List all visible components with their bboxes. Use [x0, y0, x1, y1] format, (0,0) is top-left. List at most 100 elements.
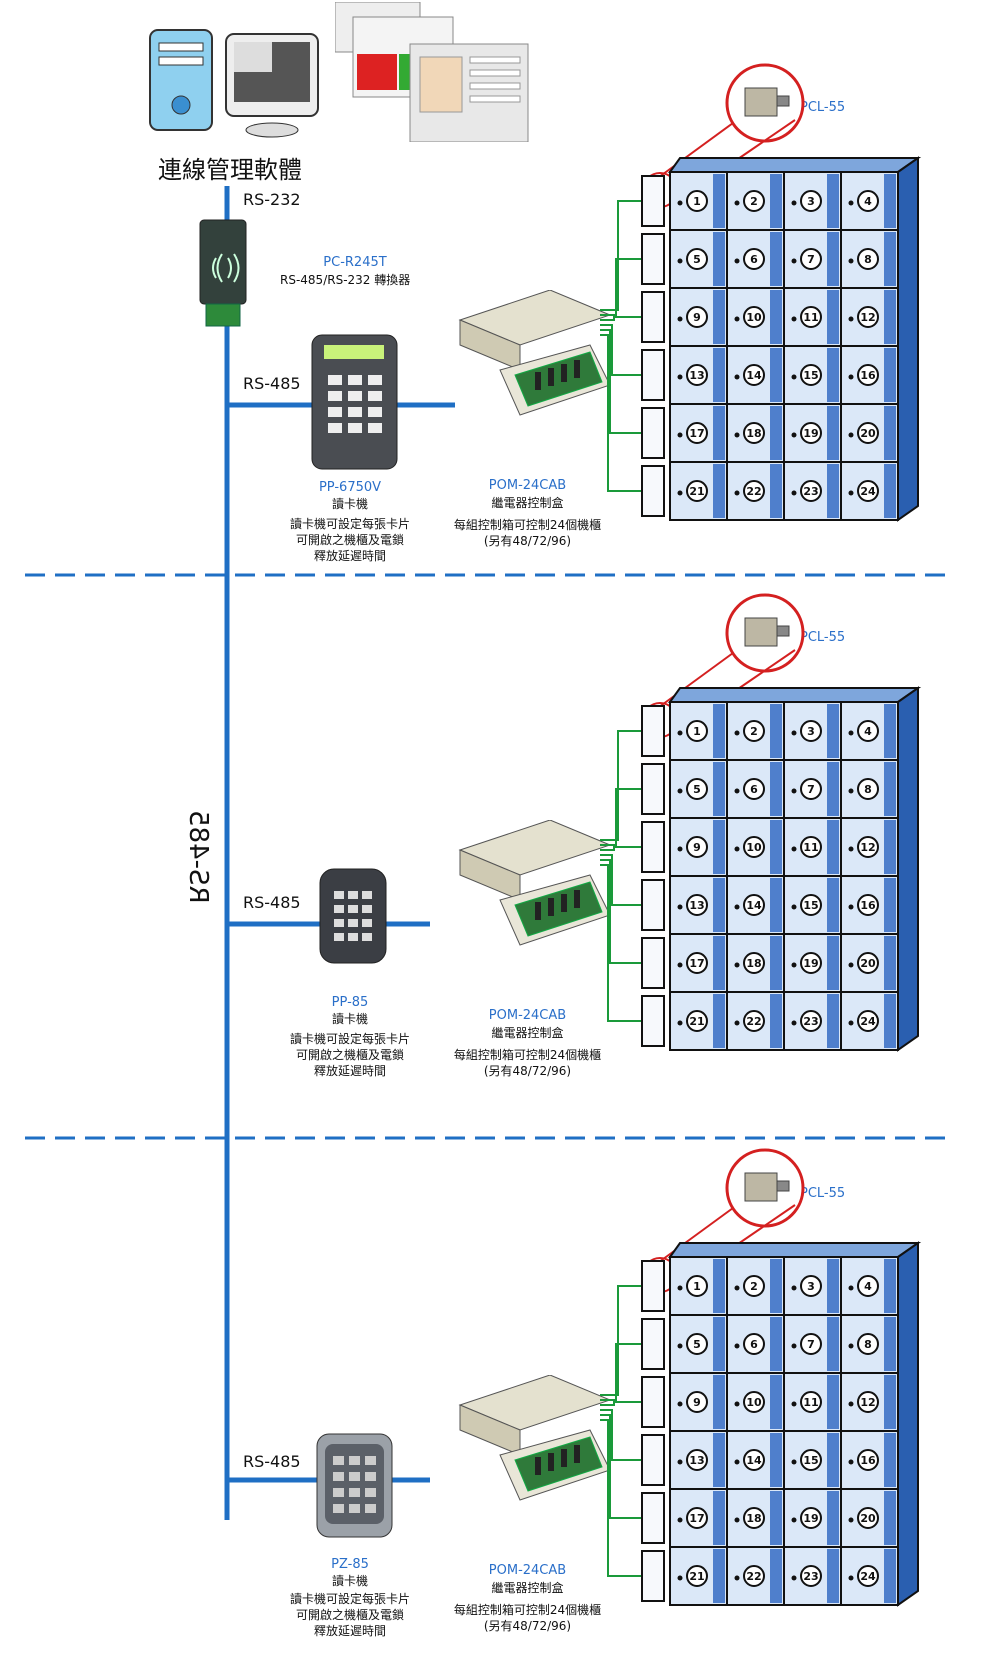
locker-number: 11 — [803, 841, 818, 854]
keyhole-icon — [734, 432, 740, 438]
keyhole-icon — [848, 490, 854, 496]
keyhole-icon — [848, 846, 854, 852]
keyhole-icon — [734, 316, 740, 322]
keyhole-icon — [791, 1459, 797, 1465]
keyhole-icon — [734, 200, 740, 206]
locker-number-badge — [800, 1333, 822, 1355]
locker-door — [641, 349, 665, 401]
locker-shade — [827, 994, 839, 1048]
locker-number-badge — [857, 778, 879, 800]
locker-shade — [827, 820, 839, 874]
keyhole-icon — [734, 730, 740, 736]
reader-desc-3c: 釋放延遲時間 — [313, 1624, 386, 1638]
keyhole-icon — [734, 258, 740, 264]
locker-number: 10 — [746, 841, 762, 854]
locker-number-badge — [800, 1565, 822, 1587]
relay-box-icon — [440, 1374, 615, 1509]
keyhole-icon — [734, 374, 740, 380]
locker-number-badge — [857, 720, 879, 742]
keyhole-icon — [791, 374, 797, 380]
locker-number-badge — [743, 1275, 765, 1297]
reader-type-1: 讀卡機 — [331, 497, 368, 511]
metal-keypad-reader-icon — [315, 1432, 395, 1544]
locker-number-badge — [743, 894, 765, 916]
locker-number-badge — [743, 778, 765, 800]
locker-door — [641, 407, 665, 459]
locker-number: 6 — [750, 783, 758, 796]
locker-shade — [770, 348, 782, 402]
relay-desc-3a: 每組控制箱可控制24個機櫃 — [453, 1603, 602, 1617]
locker-number: 5 — [693, 1338, 701, 1351]
locker-number-badge — [686, 836, 708, 858]
converter-model: PC-R245T — [323, 255, 387, 270]
locker-door — [641, 879, 665, 931]
locker-door — [641, 1492, 665, 1544]
locker-door — [641, 937, 665, 989]
locker-shade — [770, 878, 782, 932]
locker-shade — [770, 1491, 782, 1545]
relay-wire — [600, 334, 642, 492]
locker-number: 4 — [864, 1280, 872, 1293]
locker-door — [641, 821, 665, 873]
locker-number: 17 — [689, 1512, 704, 1525]
locker-number: 4 — [864, 195, 872, 208]
locker-number: 14 — [746, 1454, 762, 1467]
locker-shade — [827, 406, 839, 460]
relay-desc-1a: 每組控制箱可控制24個機櫃 — [453, 518, 602, 532]
lock-icon — [744, 617, 778, 647]
locker-number-badge — [800, 480, 822, 502]
section-2-bus-label: RS-485 — [243, 893, 301, 912]
locker-number: 5 — [693, 783, 701, 796]
locker-number: 22 — [746, 485, 761, 498]
locker-shade — [884, 406, 896, 460]
locker-number: 16 — [860, 1454, 876, 1467]
locker-shade — [884, 1375, 896, 1429]
locker-number: 21 — [689, 485, 704, 498]
reader-desc-2a: 讀卡機可設定每張卡片 — [289, 1032, 410, 1046]
locker-shade — [770, 232, 782, 286]
locker-shade — [827, 464, 839, 518]
cabinet-side — [897, 686, 919, 1052]
locker-number: 15 — [803, 899, 818, 912]
locker-number-badge — [686, 306, 708, 328]
locker-number: 2 — [750, 725, 758, 738]
keyhole-icon — [677, 1020, 683, 1026]
locker-shade — [827, 1433, 839, 1487]
reader-desc-2b: 可開啟之機櫃及電鎖 — [295, 1048, 404, 1062]
relay-wire — [600, 200, 642, 311]
keyhole-icon — [791, 1343, 797, 1349]
locker-number: 10 — [746, 1396, 762, 1409]
locker-number-badge — [743, 1449, 765, 1471]
locker-number: 18 — [746, 1512, 761, 1525]
locker-number-badge — [743, 364, 765, 386]
locker-number-badge — [800, 894, 822, 916]
keyhole-icon — [734, 1401, 740, 1407]
locker-shade — [713, 464, 725, 518]
relay-wire — [600, 854, 642, 906]
locker-shade — [770, 464, 782, 518]
keyhole-icon — [791, 788, 797, 794]
keyhole-icon — [734, 962, 740, 968]
locker-number: 1 — [693, 195, 701, 208]
locker-number-badge — [686, 1275, 708, 1297]
cabinet-side — [897, 156, 919, 522]
locker-number-badge — [857, 1010, 879, 1032]
reader-desc-1b: 可開啟之機櫃及電鎖 — [295, 533, 404, 547]
locker-number: 23 — [803, 485, 818, 498]
locker-shade — [827, 232, 839, 286]
locker-number: 4 — [864, 725, 872, 738]
locker-number-badge — [800, 778, 822, 800]
keyhole-icon — [848, 1459, 854, 1465]
locker-shade — [827, 1259, 839, 1313]
locker-number-badge — [800, 248, 822, 270]
locker-number-badge — [686, 720, 708, 742]
keyhole-icon — [848, 904, 854, 910]
locker-number-badge — [686, 422, 708, 444]
callout-line — [654, 1207, 734, 1266]
keyhole-icon — [848, 1343, 854, 1349]
keyhole-icon — [848, 730, 854, 736]
locker-number: 6 — [750, 253, 758, 266]
locker-number-badge — [800, 190, 822, 212]
keyhole-icon — [791, 258, 797, 264]
pc-tower-icon — [145, 25, 220, 139]
